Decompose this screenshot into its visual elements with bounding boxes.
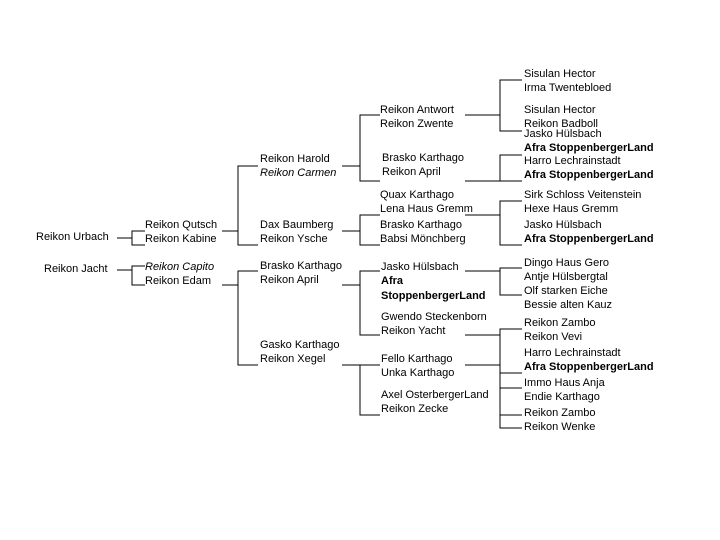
gen5-jasko-sire: Dingo Haus Gero [524, 257, 609, 269]
gen4-brasko-dam-line2: StoppenbergerLand [381, 290, 486, 302]
gen5-carmen-brasko-sire: Jasko Hülsbach [524, 128, 602, 140]
gen5-jasko-dam: Antje Hülsbergtal [524, 271, 608, 283]
gen4-ysche-dam: Babsi Mönchberg [380, 233, 466, 245]
gen3-edam-dam: Reikon Xegel [260, 353, 326, 365]
gen5-ysche-brasko-sire: Jasko Hülsbach [524, 219, 602, 231]
gen5-zwente-dam: Reikon Badboll [524, 118, 598, 130]
gen5-antwort-sire: Sisulan Hector [524, 68, 596, 80]
gen5-afra-dam: Bessie alten Kauz [524, 299, 613, 311]
gen4-xegel-dam: Reikon Zecke [381, 403, 449, 415]
gen5-gwendo-sire: Reikon Zambo [524, 317, 596, 329]
gen2-urbach-sire: Reikon Qutsch [145, 219, 218, 231]
gen4-gasko-sire: Fello Karthago [381, 353, 453, 365]
gen4-harold-sire: Reikon Antwort [380, 104, 454, 116]
gen4-ysche-sire: Brasko Karthago [380, 219, 462, 231]
gen4-xegel-sire: Axel OsterbergerLand [381, 389, 489, 401]
gen4-april-sire: Gwendo Steckenborn [381, 311, 487, 323]
gen5-quax-sire: Sirk Schloss Veitenstein [524, 189, 642, 201]
gen5-afra-sire: Olf starken Eiche [524, 285, 608, 297]
gen5-fello-sire: Immo Haus Anja [524, 377, 605, 389]
gen5-ysche-brasko-dam: Afra StoppenbergerLand [524, 233, 654, 245]
gen3-capito-sire: Brasko Karthago [260, 260, 342, 272]
gen4-harold-dam: Reikon Zwente [380, 118, 454, 130]
gen4-brasko-dam-line1: Afra [381, 275, 404, 287]
gen2-urbach-dam: Reikon Kabine [145, 233, 217, 245]
gen5-yacht-sire: Harro Lechrainstadt [524, 347, 621, 359]
gen4-carmen-dam: Reikon April [382, 166, 441, 178]
gen4-april-dam: Reikon Yacht [381, 325, 446, 337]
gen3-capito-dam: Reikon April [260, 274, 319, 286]
gen4-dax-dam: Lena Haus Gremm [380, 203, 473, 215]
subject-sire: Reikon Urbach [36, 231, 109, 243]
subject-dam: Reikon Jacht [44, 263, 108, 275]
gen5-carmen-brasko-dam: Afra StoppenbergerLand [524, 142, 654, 154]
gen3-kabine-sire: Dax Baumberg [260, 219, 334, 231]
gen5-yacht-dam: Afra StoppenbergerLand [524, 361, 654, 373]
gen5-zecke-sire: Reikon Zambo [524, 407, 596, 419]
gen4-gasko-dam: Unka Karthago [381, 367, 455, 379]
gen2-jacht-dam: Reikon Edam [145, 275, 212, 287]
gen5-carmen-april-dam: Afra StoppenbergerLand [524, 169, 654, 181]
gen3-kabine-dam: Reikon Ysche [260, 233, 328, 245]
gen4-dax-sire: Quax Karthago [380, 189, 454, 201]
gen5-fello-dam: Endie Karthago [524, 391, 600, 403]
gen2-jacht-sire: Reikon Capito [145, 261, 215, 273]
gen5-gwendo-dam: Reikon Vevi [524, 331, 583, 343]
gen5-zecke-dam: Reikon Wenke [524, 421, 596, 433]
gen5-zwente-sire: Sisulan Hector [524, 104, 596, 116]
gen3-edam-sire: Gasko Karthago [260, 339, 340, 351]
gen4-carmen-sire: Brasko Karthago [382, 152, 464, 164]
gen4-brasko-sire: Jasko Hülsbach [381, 261, 459, 273]
gen5-quax-dam: Hexe Haus Gremm [524, 203, 619, 215]
gen5-carmen-april-sire: Harro Lechrainstadt [524, 155, 621, 167]
gen3-qutsch-sire: Reikon Harold [260, 153, 330, 165]
gen3-qutsch-dam: Reikon Carmen [260, 167, 337, 179]
gen5-antwort-dam: Irma Twentebloed [524, 82, 612, 94]
